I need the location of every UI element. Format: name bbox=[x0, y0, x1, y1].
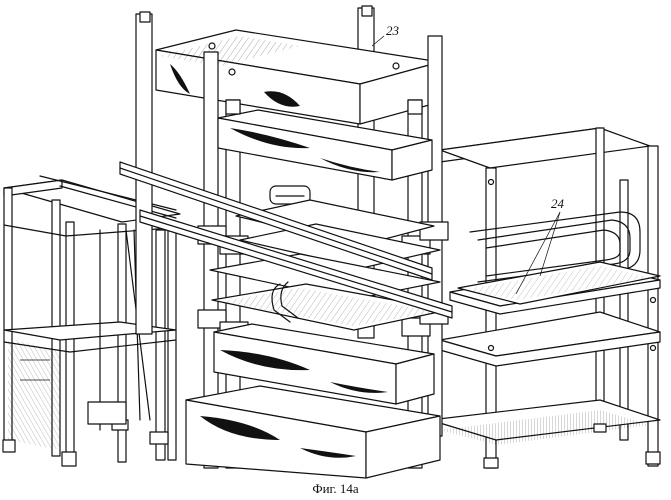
label-23: 23 bbox=[386, 23, 400, 38]
figure-caption: Фиг. 14а bbox=[0, 481, 671, 497]
machine-drawing: 23 24 bbox=[0, 0, 671, 480]
label-24: 24 bbox=[551, 196, 565, 211]
right-frame bbox=[430, 128, 660, 468]
